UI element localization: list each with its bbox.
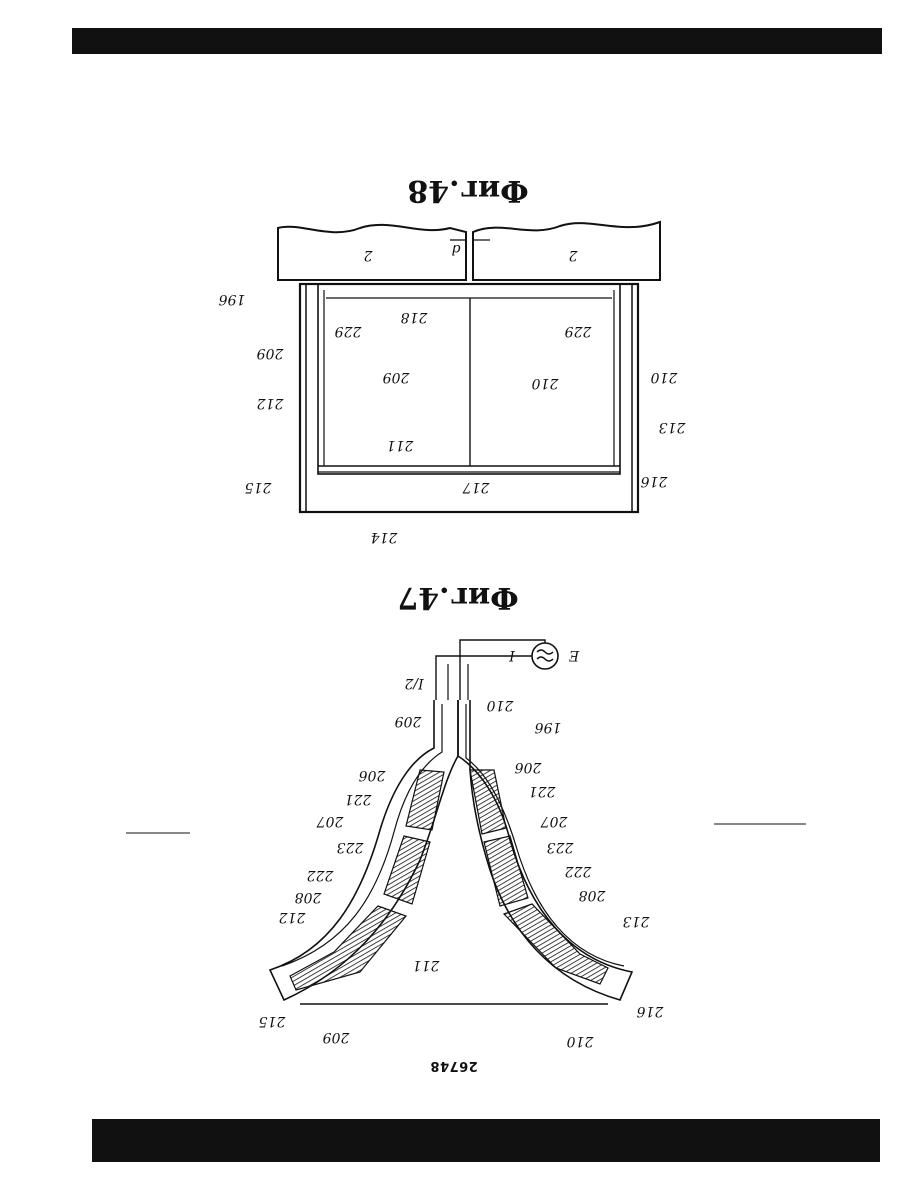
label-208-right: 208 — [579, 887, 607, 903]
plate-right — [473, 222, 660, 280]
label-210-top: 210 — [487, 697, 515, 713]
label-213: 213 — [659, 419, 687, 435]
label-215: 215 — [259, 1013, 287, 1029]
supply-wire-outer — [460, 640, 545, 700]
label-210-side: 210 — [651, 369, 679, 385]
label-222-right: 222 — [565, 863, 593, 879]
label-210-bottom: 210 — [567, 1033, 595, 1049]
supply-wire-top — [436, 656, 532, 700]
label-222-left: 222 — [307, 867, 335, 883]
ac-source-symbol — [532, 643, 558, 669]
label-209-center: 209 — [383, 369, 411, 385]
label-217: 217 — [463, 479, 491, 495]
label-207-right: 207 — [541, 813, 569, 829]
label-210-center: 210 — [532, 375, 560, 391]
label-206-left: 206 — [359, 767, 387, 783]
fig48-labels: 2 2 d 196 229 218 229 209 209 210 210 21… — [219, 241, 687, 545]
label-212: 212 — [257, 395, 285, 411]
frame-outer — [300, 284, 638, 512]
label-I: I — [509, 647, 516, 663]
label-206-right: 206 — [515, 759, 543, 775]
label-221-left: 221 — [345, 791, 373, 807]
label-209-side: 209 — [257, 345, 285, 361]
label-214: 214 — [371, 529, 399, 545]
fig47-caption: Фиг.47 — [397, 580, 518, 615]
label-229-right: 229 — [565, 323, 593, 339]
fig47-labels: E I I/2 210 209 196 206 206 221 221 207 … — [259, 647, 665, 1049]
label-I-half: I/2 — [404, 675, 424, 691]
figure-47: Фиг.47 E I I/2 210 209 196 — [126, 580, 806, 1049]
electrode-206-right — [470, 770, 506, 834]
label-196: 196 — [535, 719, 562, 735]
label-211: 211 — [387, 437, 415, 453]
figure-48: Фиг.48 2 2 d 196 229 218 229 209 209 210 — [219, 173, 687, 545]
label-211: 211 — [413, 957, 441, 973]
label-223-left: 223 — [337, 839, 365, 855]
frame-inner — [318, 284, 620, 474]
electrode-208-right — [504, 904, 608, 984]
label-212: 212 — [279, 909, 307, 925]
label-207-left: 207 — [317, 813, 345, 829]
label-213: 213 — [623, 913, 651, 929]
label-208-left: 208 — [295, 889, 323, 905]
electrode-208-left — [290, 906, 406, 990]
label-2-right: 2 — [568, 247, 578, 263]
label-196: 196 — [219, 291, 246, 307]
electrode-206-left — [406, 770, 444, 830]
page-number: 26748 — [430, 1058, 478, 1073]
label-218: 218 — [401, 309, 429, 325]
label-216: 216 — [637, 1003, 665, 1019]
label-d: d — [451, 241, 460, 257]
ac-tilde — [537, 650, 553, 661]
fig48-caption: Фиг.48 — [407, 173, 528, 208]
label-221-right: 221 — [529, 783, 557, 799]
label-223-right: 223 — [547, 839, 575, 855]
label-E: E — [569, 647, 580, 663]
label-2-left: 2 — [363, 247, 373, 263]
label-215: 215 — [245, 479, 273, 495]
label-209-top: 209 — [395, 713, 423, 729]
label-229-left: 229 — [335, 323, 363, 339]
label-209-bottom: 209 — [323, 1029, 351, 1045]
electrode-207-left — [384, 836, 430, 904]
label-216: 216 — [641, 473, 669, 489]
